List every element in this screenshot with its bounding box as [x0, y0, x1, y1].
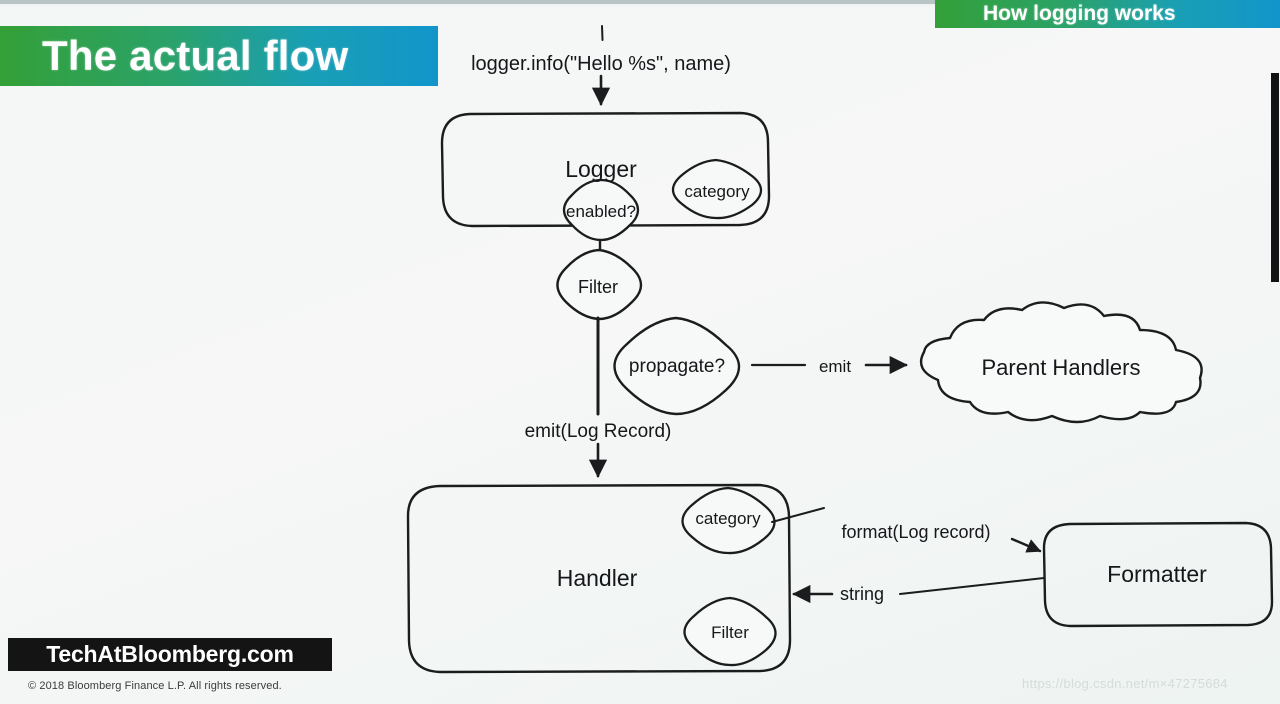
formatter-label: Formatter: [1107, 561, 1207, 587]
emit-edge-label: emit: [819, 357, 851, 376]
string-leader-line: [899, 577, 1045, 595]
format-edge-label: format(Log record): [841, 522, 990, 542]
logger-filter-label: Filter: [578, 277, 618, 297]
parent-handlers-cloud: [919, 301, 1203, 424]
techatbloomberg-logo: TechAtBloomberg.com: [8, 638, 332, 671]
handler-box-label: Handler: [557, 565, 638, 591]
logger-box: [440, 111, 771, 228]
entry-call-label: logger.info("Hello %s", name): [471, 53, 731, 75]
handler-filter-label: Filter: [711, 623, 749, 642]
handler-category-badge: [681, 486, 776, 555]
source-watermark: https://blog.csdn.net/m×47275684: [1022, 676, 1228, 691]
formatter-box: [1042, 521, 1274, 628]
handler-category-label: category: [695, 509, 761, 528]
entry-tick: [601, 25, 604, 41]
page-title: The actual flow: [0, 26, 438, 86]
propagate-diamond: [613, 316, 741, 416]
parent-handlers-label: Parent Handlers: [982, 355, 1141, 380]
corner-banner-title: How logging works: [935, 0, 1280, 28]
copyright-notice: © 2018 Bloomberg Finance L.P. All rights…: [28, 680, 282, 692]
format-arrow: [1010, 537, 1042, 553]
logger-category-badge: [671, 158, 763, 220]
format-leader-line: [771, 507, 825, 523]
emit-record-label: emit(Log Record): [525, 421, 672, 442]
top-strip-rule: [0, 0, 935, 4]
logger-category-label: category: [684, 182, 750, 201]
top-strip: [0, 0, 1280, 6]
handler-box: [406, 483, 792, 674]
right-edge-bar: [1271, 73, 1279, 282]
logger-enabled-label: enabled?: [566, 202, 636, 221]
string-edge-label: string: [840, 584, 884, 604]
logger-box-label: Logger: [565, 156, 637, 182]
handler-filter-badge: [683, 596, 777, 667]
propagate-label: propagate?: [629, 356, 725, 377]
